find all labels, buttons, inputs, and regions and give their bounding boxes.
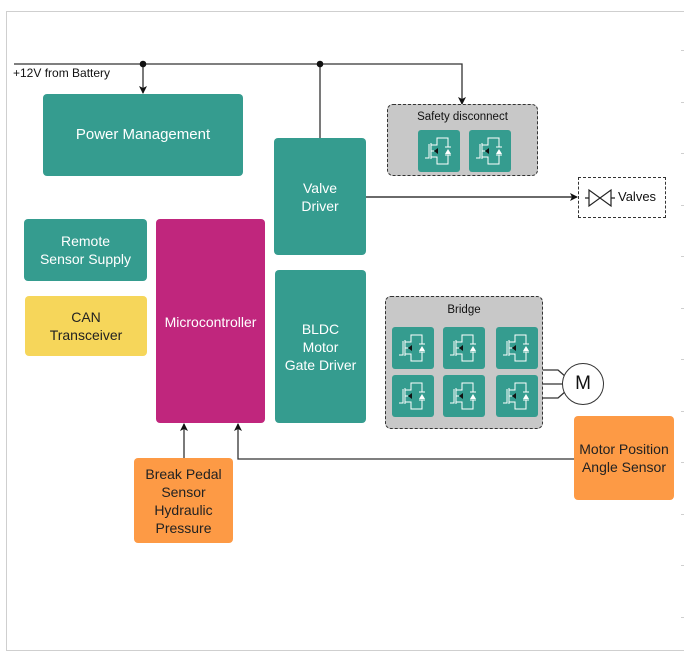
mosfet-switch[interactable] xyxy=(469,130,511,172)
mosfet-icon xyxy=(399,382,425,410)
safety-disconnect-title: Safety disconnect xyxy=(417,111,508,123)
can-transceiver-block[interactable]: CAN Transceiver xyxy=(25,296,147,356)
bridge-title: Bridge xyxy=(447,304,481,316)
mosfet-icon xyxy=(425,137,451,165)
valves-block[interactable]: Valves xyxy=(578,177,666,218)
mosfet-icon xyxy=(399,334,425,362)
mosfet-switch[interactable] xyxy=(418,130,460,172)
mosfet-icon xyxy=(450,382,476,410)
supply-label: +12V from Battery xyxy=(13,66,111,80)
mosfet-icon xyxy=(503,382,529,410)
microcontroller-block[interactable]: Microcontroller xyxy=(156,219,265,423)
mosfet-icon xyxy=(476,137,502,165)
angle-sensor-to-mcu xyxy=(234,423,574,460)
bridge-group[interactable]: Bridge xyxy=(385,296,543,429)
supply-bus xyxy=(14,63,466,105)
motor-position-sensor-block[interactable]: Motor Position Angle Sensor xyxy=(574,416,674,500)
mosfet-icon xyxy=(503,334,529,362)
mosfet-switch[interactable] xyxy=(443,327,485,369)
motor-label: M xyxy=(575,373,591,394)
mosfet-switch[interactable] xyxy=(392,375,434,417)
valve-driver-block[interactable]: Valve Driver xyxy=(274,138,366,255)
junction-dot xyxy=(139,60,147,68)
bridge-to-motor-phase-c xyxy=(542,390,567,399)
mosfet-switch[interactable] xyxy=(392,327,434,369)
junction-dot xyxy=(316,60,324,68)
mosfet-icon xyxy=(450,334,476,362)
remote-sensor-supply-block[interactable]: Remote Sensor Supply xyxy=(24,219,147,281)
power-management-block[interactable]: Power Management xyxy=(43,94,243,176)
vertical-ruler xyxy=(681,0,684,657)
brake-pedal-sensor-block[interactable]: Break Pedal Sensor Hydraulic Pressure xyxy=(134,458,233,543)
mosfet-switch[interactable] xyxy=(443,375,485,417)
motor-icon[interactable]: M xyxy=(562,363,604,405)
diagram-canvas xyxy=(6,11,684,651)
valves-label: Valves xyxy=(618,189,657,204)
mosfet-switch[interactable] xyxy=(496,327,538,369)
bldc-gate-driver-block[interactable]: BLDC Motor Gate Driver xyxy=(275,270,366,423)
mosfet-switch[interactable] xyxy=(496,375,538,417)
valve-icon xyxy=(585,188,615,208)
safety-disconnect-group[interactable]: Safety disconnect xyxy=(387,104,538,176)
